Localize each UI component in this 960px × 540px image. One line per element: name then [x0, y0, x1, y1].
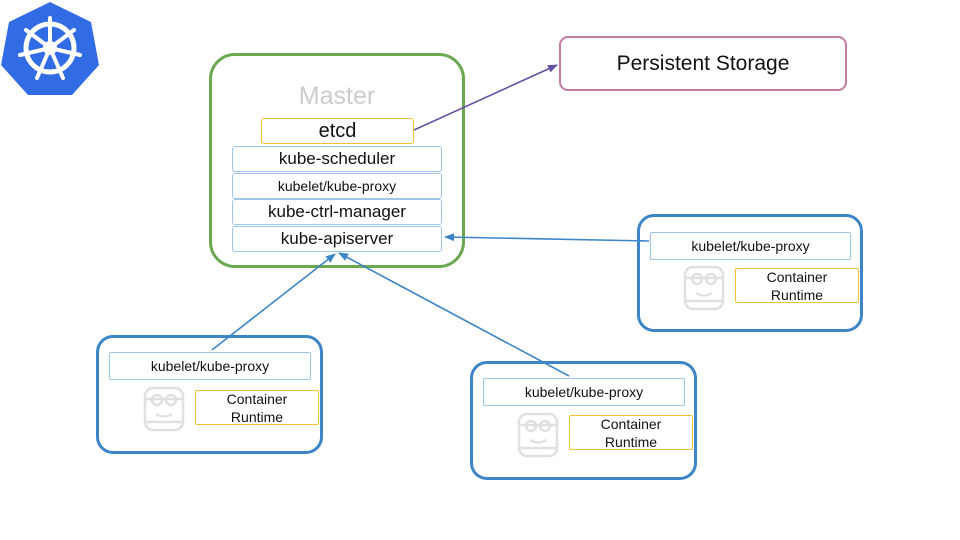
node-kubelet-proxy-component: kubelet/kube-proxy	[650, 232, 851, 260]
container-mascot-icon	[683, 265, 725, 311]
persistent-storage-box: Persistent Storage	[559, 36, 847, 91]
container-mascot-icon	[143, 386, 185, 432]
container-runtime-box: Container Runtime	[195, 390, 319, 425]
etcd-component: etcd	[261, 118, 414, 144]
worker-node-left: kubelet/kube-proxy Container Runtime	[96, 335, 323, 454]
center-node-to-apiserver-arrow	[338, 252, 570, 377]
master-title: Master	[298, 82, 376, 110]
runtime-label-line2: Runtime	[604, 433, 658, 450]
worker-node-right: kubelet/kube-proxy Container Runtime	[637, 214, 863, 332]
kube-ctrl-manager-component: kube-ctrl-manager	[232, 199, 442, 225]
runtime-label-line2: Runtime	[770, 286, 824, 303]
runtime-label-line1: Container	[226, 390, 288, 407]
runtime-label-line1: Container	[766, 268, 828, 285]
container-runtime-box: Container Runtime	[735, 268, 859, 303]
kubernetes-logo-icon	[1, 2, 99, 95]
runtime-label-line1: Container	[600, 415, 662, 432]
master-kubelet-proxy-component: kubelet/kube-proxy	[232, 173, 442, 199]
right-node-to-apiserver-arrow	[444, 233, 650, 242]
container-mascot-icon	[517, 412, 559, 458]
worker-node-center: kubelet/kube-proxy Container Runtime	[470, 361, 697, 480]
node-kubelet-proxy-component: kubelet/kube-proxy	[109, 352, 311, 380]
runtime-label-line2: Runtime	[230, 408, 284, 425]
node-kubelet-proxy-component: kubelet/kube-proxy	[483, 378, 685, 406]
kube-apiserver-component: kube-apiserver	[232, 226, 442, 252]
master-box	[209, 53, 465, 268]
kube-scheduler-component: kube-scheduler	[232, 146, 442, 172]
container-runtime-box: Container Runtime	[569, 415, 693, 450]
